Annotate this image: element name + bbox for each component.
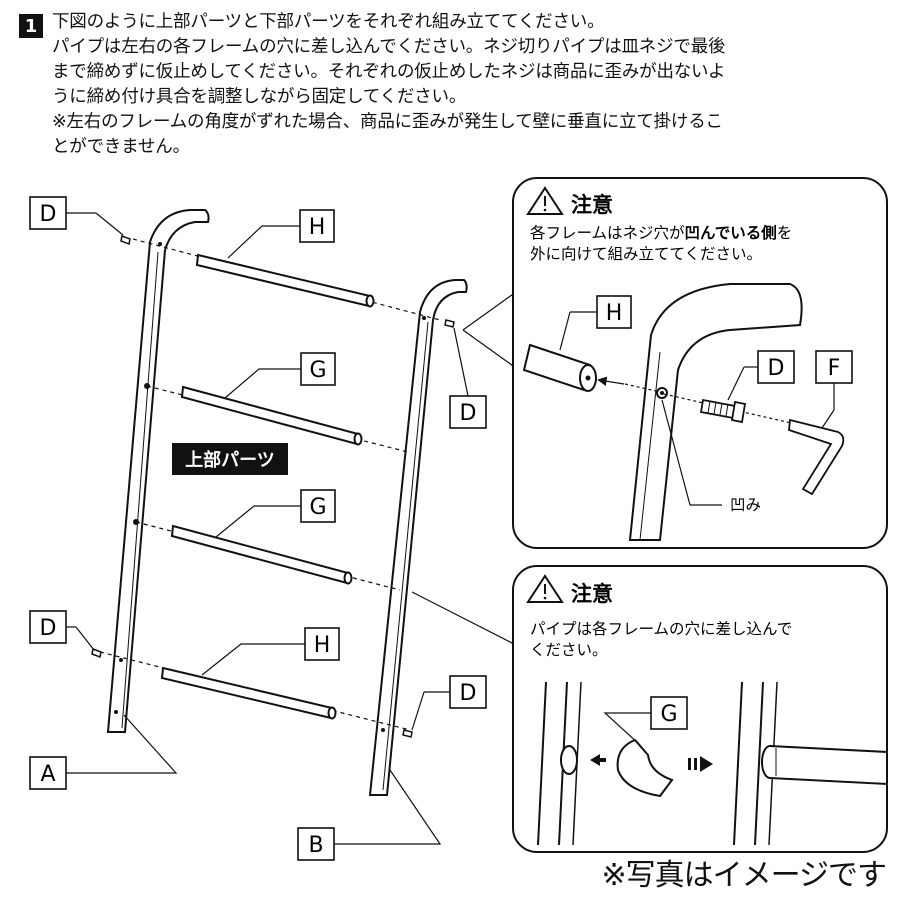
svg-text:F: F bbox=[828, 356, 841, 381]
caution-bottom-line1: パイプは各フレームの穴に差し込んで bbox=[530, 620, 792, 638]
instruction-line: とができません。 bbox=[52, 137, 190, 157]
pipe-g-upper bbox=[180, 385, 363, 446]
label-h-top: H bbox=[299, 209, 335, 243]
assembly-badge: 上部パーツ bbox=[172, 443, 288, 475]
label-g-lower: G bbox=[300, 489, 336, 523]
svg-text:上部パーツ: 上部パーツ bbox=[185, 449, 275, 471]
label-h-bottom: H bbox=[304, 627, 340, 661]
instruction-text: 下図のように上部パーツと下部パーツをそれぞれ組み立ててください。 パイプは左右の… bbox=[52, 10, 892, 160]
recess-label: 凹み bbox=[730, 496, 761, 514]
label-d-top-right: D bbox=[449, 395, 487, 429]
instruction-line: うに締め付け具合を調整しながら固定してください。 bbox=[52, 87, 467, 107]
instruction-line: ※左右のフレームの角度がずれた場合、商品に歪みが発生して壁に垂直に立て掛けるこ bbox=[52, 112, 723, 132]
caution-top-text-bold: 凹んでいる側 bbox=[685, 223, 777, 242]
label-d-bottom-right: D bbox=[449, 675, 487, 709]
frame-holes bbox=[114, 242, 426, 732]
svg-text:各フレームはネジ穴が凹んでいる側を: 各フレームはネジ穴が凹んでいる側を bbox=[530, 223, 792, 242]
callout-line-top bbox=[462, 291, 517, 331]
callout-line-top bbox=[462, 329, 517, 369]
caution-bottom-line2: ください。 bbox=[530, 641, 608, 659]
svg-text:D: D bbox=[40, 616, 57, 641]
label-h-closeup: H bbox=[596, 295, 632, 329]
svg-text:D: D bbox=[460, 401, 477, 426]
label-g-upper: G bbox=[300, 352, 336, 386]
frame-right bbox=[368, 279, 468, 796]
screw-icon bbox=[699, 398, 747, 424]
frame-left bbox=[106, 209, 210, 733]
instruction-line: パイプは左右の各フレームの穴に差し込んでください。ネジ切りパイプは皿ネジで最後 bbox=[52, 37, 726, 57]
callout-line-bottom bbox=[411, 591, 517, 646]
svg-text:D: D bbox=[768, 356, 785, 381]
caution-top-text-post: を bbox=[777, 224, 793, 242]
footer-note: ※写真はイメージです bbox=[601, 858, 887, 893]
label-d-closeup: D bbox=[757, 350, 795, 384]
label-d-bottom-left: D bbox=[29, 610, 67, 644]
svg-text:H: H bbox=[606, 301, 623, 326]
label-d-top-left: D bbox=[29, 196, 67, 230]
caution-box-top: 注意 各フレームはネジ穴が凹んでいる側を 外に向けて組み立ててください。 凹み … bbox=[512, 177, 888, 549]
svg-text:D: D bbox=[460, 681, 477, 706]
step-number-badge: 1 bbox=[19, 14, 43, 38]
pipe-h-top bbox=[195, 253, 375, 308]
svg-text:A: A bbox=[40, 762, 55, 787]
warning-triangle-icon bbox=[526, 186, 564, 215]
svg-text:B: B bbox=[308, 833, 323, 858]
caution-top-line2: 外に向けて組み立ててください。 bbox=[530, 245, 762, 263]
warning-triangle-icon bbox=[526, 574, 564, 603]
hex-key-icon bbox=[788, 418, 845, 496]
svg-text:注意: 注意 bbox=[571, 193, 613, 217]
svg-text:注意: 注意 bbox=[571, 582, 613, 606]
svg-text:H: H bbox=[309, 215, 326, 240]
pipe-h-bottom bbox=[160, 666, 337, 720]
pipe-g-lower bbox=[170, 524, 353, 585]
caution-box-bottom: 注意 パイプは各フレームの穴に差し込んで ください。 G bbox=[512, 565, 888, 853]
label-f-closeup: F bbox=[815, 350, 853, 384]
svg-text:D: D bbox=[40, 202, 57, 227]
label-g-closeup: G bbox=[650, 696, 688, 730]
instruction-line: まで締めずに仮止めしてください。それぞれの仮止めしたネジは商品に歪みが出ないよ bbox=[52, 62, 726, 82]
label-frame-left: A bbox=[29, 756, 67, 790]
svg-text:H: H bbox=[314, 633, 331, 658]
svg-text:G: G bbox=[660, 702, 677, 727]
caution-top-text-pre: 各フレームはネジ穴が bbox=[530, 224, 685, 242]
svg-text:G: G bbox=[309, 495, 326, 520]
label-frame-right: B bbox=[297, 827, 335, 861]
screw-icon bbox=[91, 234, 455, 738]
svg-text:G: G bbox=[309, 358, 326, 383]
instruction-line: 下図のように上部パーツと下部パーツをそれぞれ組み立ててください。 bbox=[52, 12, 605, 32]
